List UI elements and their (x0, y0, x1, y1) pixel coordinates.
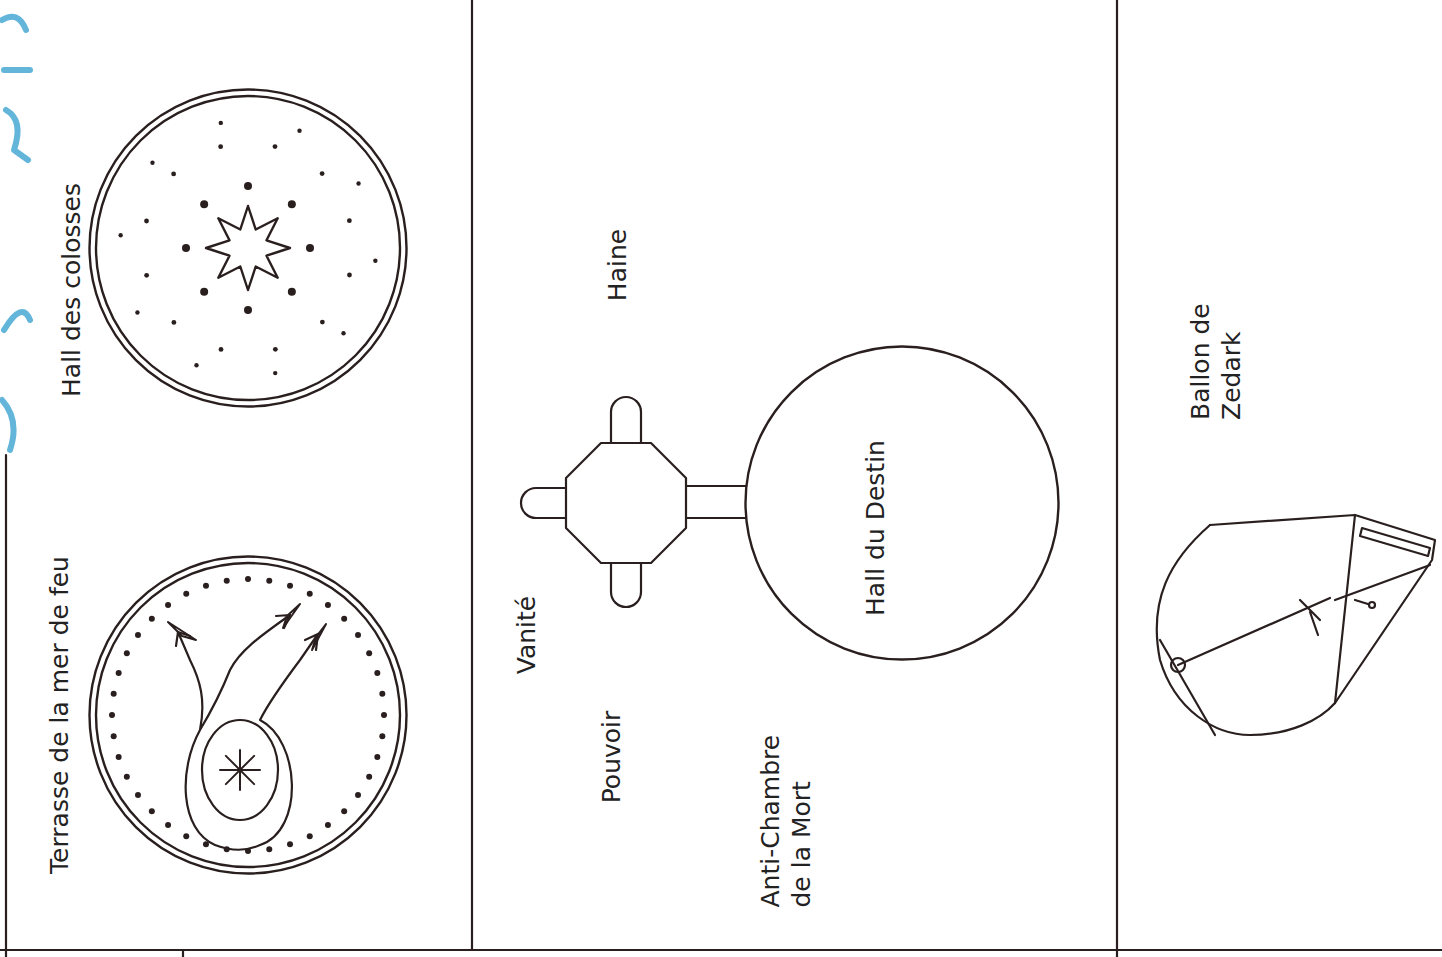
room-circle: Hall du Destin (744, 345, 1060, 661)
room-name: Hall des colosses (56, 183, 87, 397)
room-circle: Hall des colosses (88, 88, 408, 408)
room-circle: Terrasse de la mer de feu (88, 555, 408, 875)
room-name: Terrasse de la mer de feu (44, 556, 75, 874)
blue-ornament (2, 17, 30, 450)
circle-outline (88, 555, 408, 875)
fire-sea-detail (109, 576, 387, 854)
octagon-room (521, 397, 746, 607)
area-label: Vanité (511, 596, 542, 674)
area-label: Anti-Chambre de la Mort (755, 733, 818, 908)
colossus-hall-detail (118, 121, 377, 376)
area-label: Haine (602, 229, 633, 301)
area-label: Pouvoir (596, 711, 627, 804)
zedark-balloon (1157, 515, 1435, 735)
circle-outline (88, 88, 408, 408)
circle-outline (744, 345, 1060, 661)
area-label: Ballon de Zedark (1185, 270, 1248, 420)
room-name: Hall du Destin (860, 440, 891, 616)
